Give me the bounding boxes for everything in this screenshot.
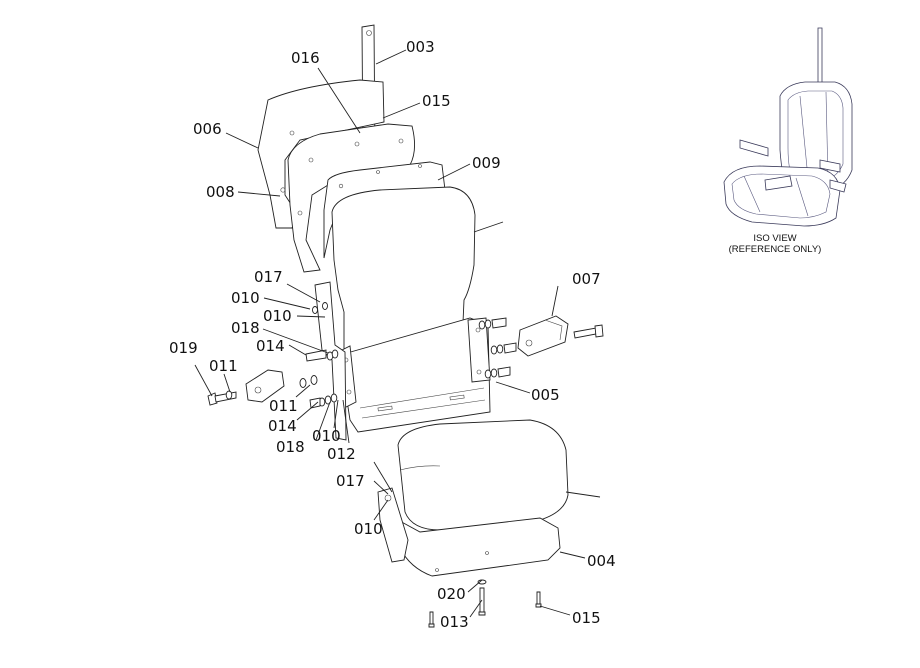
label-013: 013 (440, 613, 469, 631)
part-007-belt-buckle (517, 315, 569, 357)
label-009: 009 (472, 154, 501, 172)
label-014-upper: 014 (256, 337, 285, 355)
label-020: 020 (437, 585, 466, 603)
part-labels: 003 016 015 006 009 008 017 010 010 018 … (169, 38, 616, 631)
label-004: 004 (587, 552, 616, 570)
label-017-upper: 017 (254, 268, 283, 286)
label-011-upper: 011 (209, 357, 238, 375)
label-006: 006 (193, 120, 222, 138)
label-015-upper: 015 (422, 92, 451, 110)
label-008: 008 (206, 183, 235, 201)
label-010-a: 010 (231, 289, 260, 307)
label-010-c: 010 (312, 427, 341, 445)
iso-view-note: (REFERENCE ONLY) (729, 244, 822, 255)
part-009-back-plate (323, 161, 446, 259)
right-buckle-bolt (573, 324, 604, 339)
label-003: 003 (406, 38, 435, 56)
iso-reference-view: ISO VIEW (REFERENCE ONLY) (723, 27, 853, 255)
part-012-hinge-plate (314, 281, 347, 441)
label-007: 007 (572, 270, 601, 288)
label-011-lower: 011 (269, 397, 298, 415)
label-015-lower: 015 (572, 609, 601, 627)
label-010-b: 010 (263, 307, 292, 325)
label-016: 016 (291, 49, 320, 67)
iso-view-title: ISO VIEW (753, 233, 796, 244)
leader-lines (194, 49, 601, 618)
label-018-lower: 018 (276, 438, 305, 456)
part-017-lower-bracket (377, 487, 409, 563)
left-hardware-stack (299, 302, 339, 409)
label-019: 019 (169, 339, 198, 357)
label-012: 012 (327, 445, 356, 463)
label-018-upper: 018 (231, 319, 260, 337)
part-008-back-frame (287, 123, 415, 273)
seat-cushion (397, 419, 569, 531)
part-019-bolt (207, 390, 237, 406)
part-011-belt-latch (245, 369, 285, 403)
right-hardware-stack (478, 317, 517, 379)
label-010-d: 010 (354, 520, 383, 538)
label-014-lower: 014 (268, 417, 297, 435)
label-005: 005 (531, 386, 560, 404)
label-017-lower: 017 (336, 472, 365, 490)
